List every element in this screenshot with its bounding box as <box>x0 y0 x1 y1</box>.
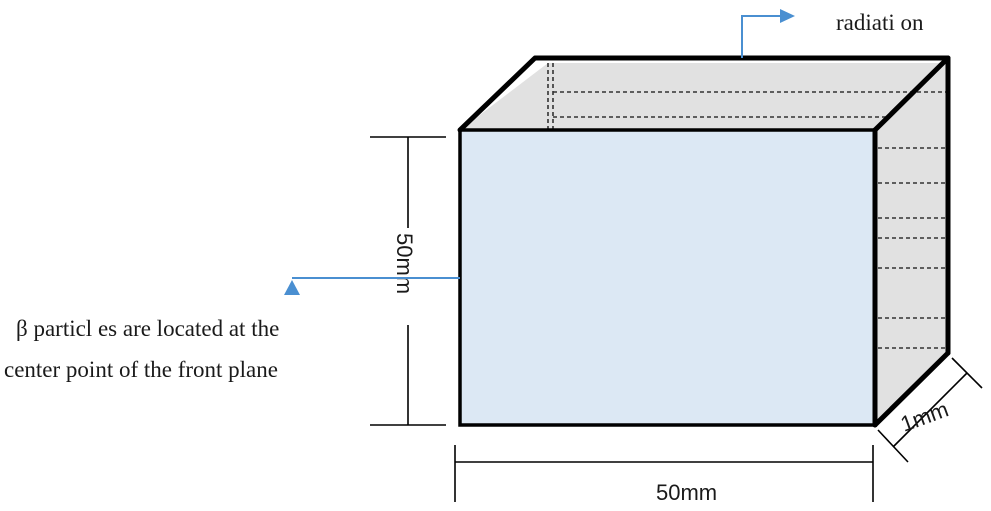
depth-dimension <box>877 357 983 463</box>
height-dimension-label: 50mm <box>392 233 417 294</box>
beta-label-line1: β particl es are located at the <box>16 316 279 341</box>
radiation-arrow <box>741 9 795 58</box>
beta-label-line2: center point of the front plane <box>4 357 278 382</box>
right-side-face <box>875 63 948 425</box>
beta-pointer <box>284 277 460 295</box>
depth-dimension-label: 1mm <box>897 396 951 436</box>
height-dimension <box>370 136 446 426</box>
front-face <box>458 128 877 427</box>
width-dimension <box>454 445 874 502</box>
hidden-lines <box>547 63 948 349</box>
radiation-label: radiati on <box>836 10 924 35</box>
width-dimension-label: 50mm <box>656 480 717 505</box>
top-inner-face <box>460 63 948 130</box>
